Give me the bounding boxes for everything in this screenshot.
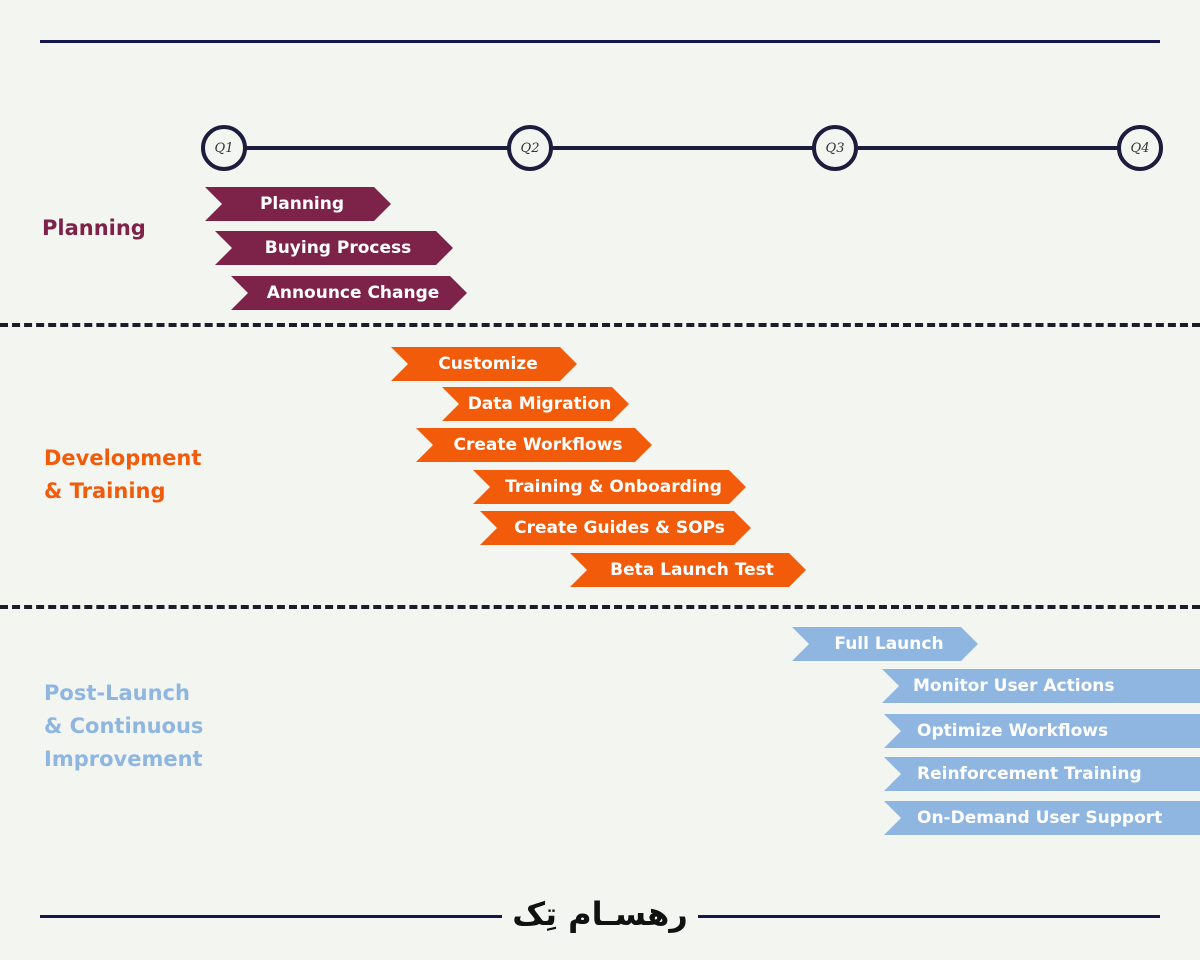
- task-create-workflows: Create Workflows: [416, 428, 652, 462]
- task-announce-change: Announce Change: [231, 276, 467, 310]
- phase-label-post-launch: Post-Launch & Continuous Improvement: [44, 681, 204, 771]
- quarter-marker-q2: Q2: [507, 125, 553, 171]
- timeline-segment-q1-q2: [246, 146, 508, 150]
- timeline-segment-q3-q4: [858, 146, 1120, 150]
- task-training-onboarding: Training & Onboarding: [473, 470, 746, 504]
- top-divider: [40, 40, 1160, 43]
- quarter-marker-q3: Q3: [812, 125, 858, 171]
- bottom-divider-right: [698, 915, 1160, 918]
- timeline-segment-q2-q3: [552, 146, 814, 150]
- task-reinforcement-training: Reinforcement Training: [884, 757, 1200, 791]
- task-full-launch: Full Launch: [792, 627, 978, 661]
- task-create-guides-sops: Create Guides & SOPs: [480, 511, 751, 545]
- task-on-demand-user-support: On-Demand User Support: [884, 801, 1200, 835]
- task-monitor-user-actions: Monitor User Actions: [882, 669, 1200, 703]
- task-beta-launch-test: Beta Launch Test: [570, 553, 806, 587]
- quarter-marker-q1: Q1: [201, 125, 247, 171]
- phase-label-planning: Planning: [42, 216, 146, 240]
- phase-label-development: Development & Training: [44, 446, 202, 503]
- task-optimize-workflows: Optimize Workflows: [884, 714, 1200, 748]
- bottom-divider-left: [40, 915, 502, 918]
- task-customize: Customize: [391, 347, 577, 381]
- task-data-migration: Data Migration: [442, 387, 629, 421]
- task-buying-process: Buying Process: [215, 231, 453, 265]
- task-planning: Planning: [205, 187, 391, 221]
- section-divider-2: [0, 605, 1200, 609]
- section-divider-1: [0, 323, 1200, 327]
- quarter-marker-q4: Q4: [1117, 125, 1163, 171]
- brand-logo-text: رهسـام تِک: [512, 895, 688, 933]
